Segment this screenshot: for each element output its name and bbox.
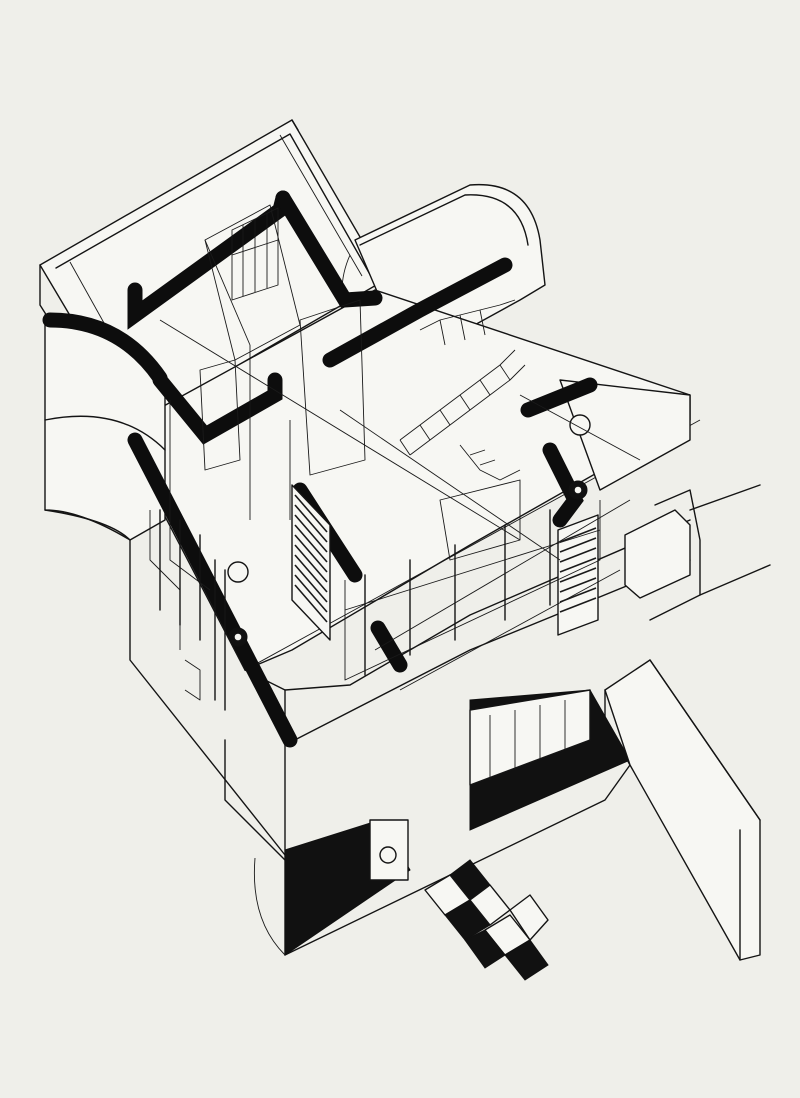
checkerboard-paving: [424, 859, 549, 981]
left-curved-wing: [42, 312, 168, 541]
round-columns: [227, 414, 591, 864]
louvred-screen-right: [557, 514, 599, 636]
lower-storey: [129, 539, 631, 956]
staircase: [399, 299, 526, 481]
interior-rooms: [169, 204, 521, 591]
left-elevation-posts: [159, 509, 226, 711]
right-terrace: [559, 379, 771, 621]
cut-walls: [127, 190, 598, 748]
louvred-screen-left: [291, 484, 331, 641]
glazed-facade: [344, 500, 601, 681]
railings: [149, 319, 641, 701]
bookshelf-panel: [231, 207, 279, 301]
garden-wall: [604, 659, 761, 961]
